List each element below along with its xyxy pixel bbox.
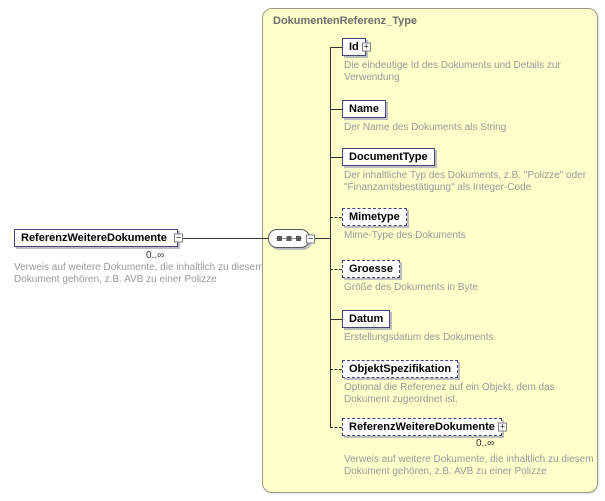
collapse-toggle-icon[interactable]: − [306, 233, 315, 243]
element-label: Name [349, 103, 379, 115]
element-label: Id [349, 41, 359, 53]
element-cardinality: 0..∞ [476, 438, 495, 449]
element-description: Größe des Dokuments in Byte [344, 282, 478, 293]
root-description: Verweis auf weitere Dokumente, die inhal… [14, 262, 264, 285]
element-box-objektspezifikation[interactable]: ObjektSpezifikation [342, 360, 459, 378]
collapse-toggle-icon[interactable]: − [174, 232, 183, 243]
element-box-mimetype[interactable]: Mimetype [342, 208, 407, 226]
element-description: Erstellungsdatum des Dokuments [344, 332, 494, 343]
element-label: DocumentType [349, 151, 428, 163]
root-cardinality: 0..∞ [146, 250, 165, 261]
element-box-id[interactable]: Id + [342, 38, 371, 56]
connector-trunk [330, 47, 331, 427]
element-box-name[interactable]: Name [342, 100, 386, 118]
element-description: Mime-Type des Dokuments [344, 230, 466, 241]
connector-stub-groesse [330, 269, 342, 270]
element-box-documenttype[interactable]: DocumentType [342, 148, 435, 166]
element-box-referenzweiteredokumente[interactable]: ReferenzWeitereDokumente + [342, 418, 507, 436]
element-description: Der Name des Dokuments als String [344, 122, 507, 133]
root-element-box[interactable]: ReferenzWeitereDokumente − [14, 229, 183, 247]
connector-stub-referenzweiteredokumente [330, 427, 342, 428]
element-label: ObjektSpezifikation [349, 363, 452, 375]
sequence-symbol[interactable]: − [268, 229, 315, 248]
element-label: Groesse [349, 263, 394, 275]
element-label: Mimetype [349, 211, 400, 223]
element-box-datum[interactable]: Datum [342, 310, 391, 328]
connector-sequence-to-trunk [314, 238, 330, 239]
sequence-icon [276, 230, 302, 248]
element-description: Der inhaltliche Typ des Dokuments, z.B. … [344, 170, 587, 193]
connector-stub-objektspezifikation [330, 369, 342, 370]
element-description: Die eindeutige Id des Dokuments und Deta… [344, 60, 561, 83]
expand-toggle-icon[interactable]: + [361, 41, 371, 52]
element-label: ReferenzWeitereDokumente [349, 421, 495, 433]
element-label: Datum [349, 313, 384, 325]
connector-stub-id [330, 47, 342, 48]
connector-stub-name [330, 109, 342, 110]
element-description: Verweis auf weitere Dokumente, die inhal… [344, 454, 594, 477]
connector-stub-documenttype [330, 157, 342, 158]
element-box-groesse[interactable]: Groesse [342, 260, 401, 278]
type-title: DokumentenReferenz_Type [273, 15, 418, 27]
connector-stub-datum [330, 319, 342, 320]
type-container: DokumentenReferenz_Type [262, 8, 598, 493]
connector-root-to-sequence [183, 238, 268, 239]
element-description: Optional die Referenez auf ein Objekt, d… [344, 382, 555, 405]
expand-toggle-icon[interactable]: + [497, 421, 507, 432]
connector-stub-mimetype [330, 217, 342, 218]
root-element-label: ReferenzWeitereDokumente [21, 232, 167, 244]
